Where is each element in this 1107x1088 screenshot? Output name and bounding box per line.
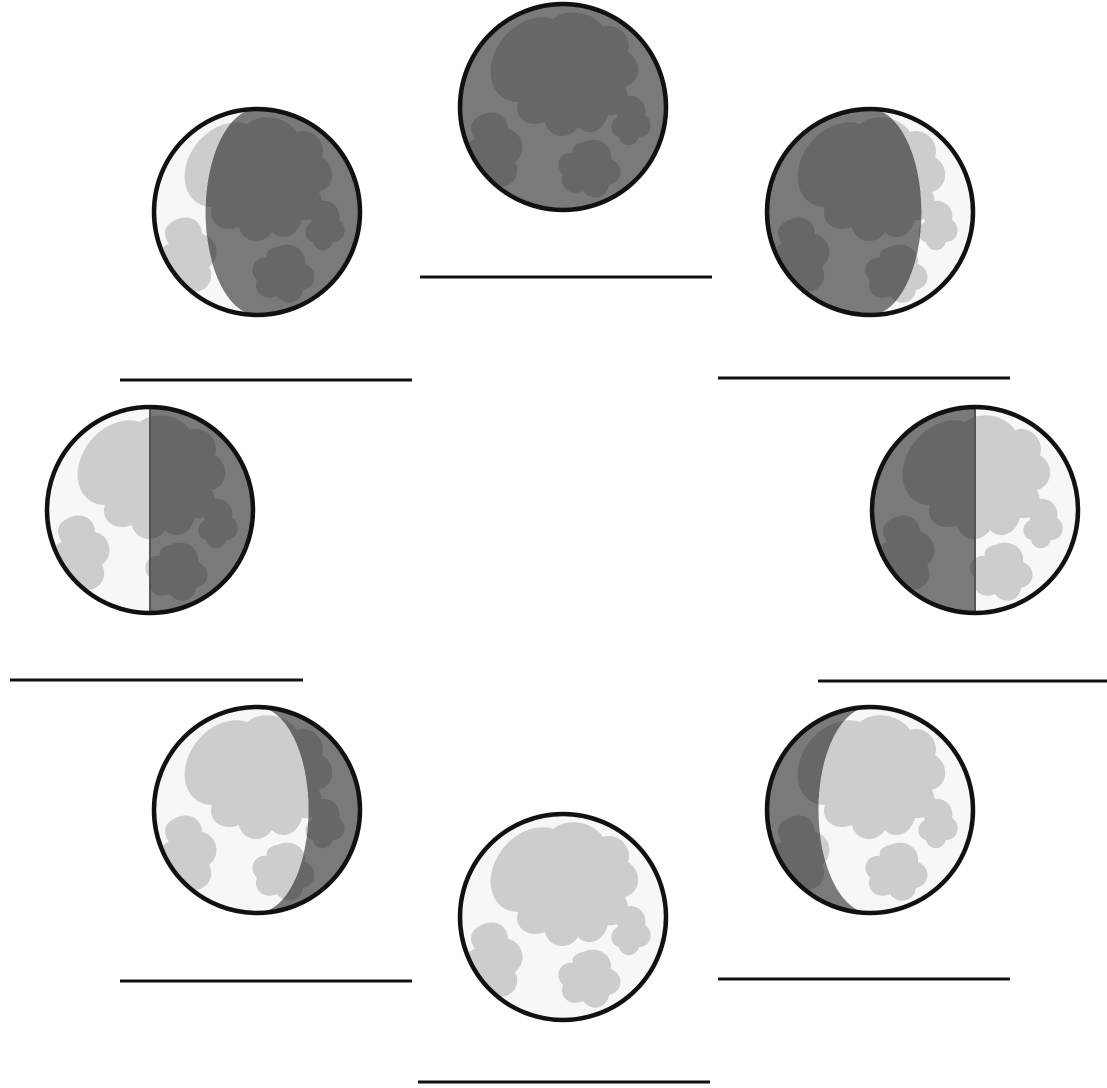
moon-full-moon: [460, 814, 666, 1020]
moon-waxing-crescent: [767, 109, 973, 315]
moon-new-moon: [460, 4, 666, 210]
moon-waning-gibbous: [154, 707, 360, 913]
moon-waning-crescent: [154, 109, 360, 315]
moon-waxing-gibbous: [767, 707, 973, 913]
moon-first-quarter: [872, 407, 1078, 613]
moon-third-quarter: [47, 407, 253, 613]
